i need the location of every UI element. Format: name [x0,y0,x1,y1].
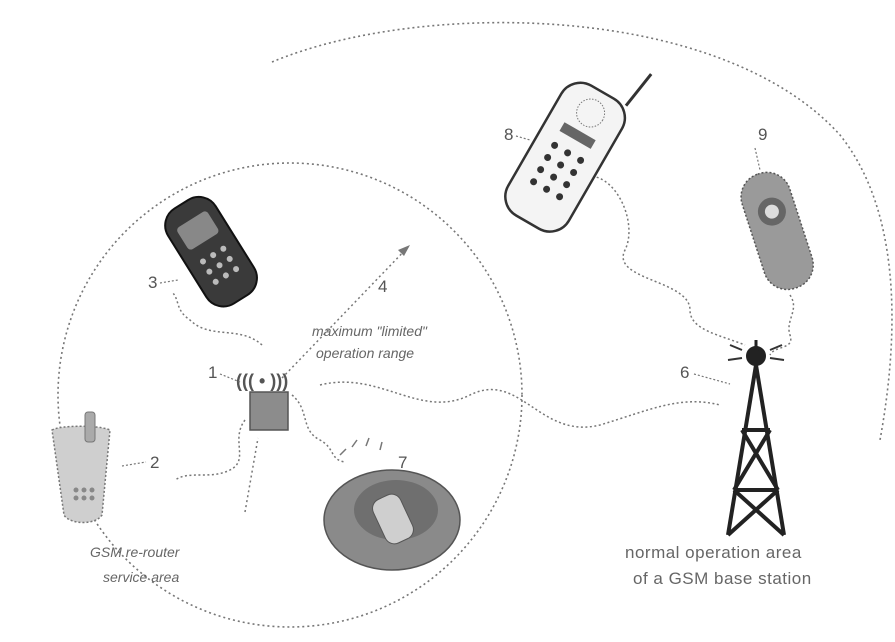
gsm-tower-icon [726,340,786,537]
label-6: 6 [680,363,689,382]
router-pointer-line [244,437,259,513]
wave-router-deskphone [291,394,346,463]
label-1: 1 [208,363,217,382]
leader-2 [121,461,147,467]
wave-router-cordless [174,419,246,481]
router-icon [249,391,289,431]
range-label-line1: maximum "limited" [312,323,428,339]
operation-range-line [281,244,411,379]
wifi-signal-icon: ((( • ))) [236,371,288,391]
rerouter-service-area-boundary [57,162,523,628]
handset-phone-icon [504,73,653,233]
base-station-area-boundary [271,21,893,441]
normal-area-caption-line1: normal operation area [625,543,802,562]
wave-router-phone3 [171,291,263,346]
label-9: 9 [758,125,767,144]
operation-range-arrowhead [398,245,410,256]
wave-headset9-tower [769,294,795,356]
wave-router-tower [319,381,721,428]
bluetooth-headset-icon [740,171,814,291]
service-area-caption-line2: service area [103,569,179,585]
label-8: 8 [504,125,513,144]
normal-area-caption-line2: of a GSM base station [633,569,812,588]
service-area-caption-line1: GSM re-router [90,544,181,560]
leader-9 [754,147,761,171]
leader-8 [515,135,531,141]
cordless-phone-icon [51,411,111,524]
desk-phone-icon [323,437,461,571]
wave-handset8-tower [574,175,746,346]
mobile-phone-icon [164,195,258,308]
label-3: 3 [148,273,157,292]
leader-6 [693,373,731,385]
leader-3 [159,279,179,284]
leader-1 [219,373,241,383]
label-4: 4 [378,277,387,296]
label-2: 2 [150,453,159,472]
label-7: 7 [398,453,407,472]
range-label-line2: operation range [316,345,414,361]
